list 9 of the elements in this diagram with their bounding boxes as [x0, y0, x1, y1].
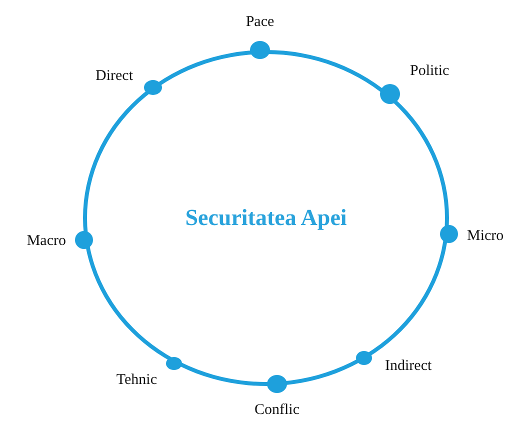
- dot-label: Conflic: [254, 401, 300, 419]
- dot-label: Macro: [26, 232, 66, 250]
- dot-label: Tehnic: [116, 371, 157, 389]
- dot-label: Micro: [467, 227, 504, 245]
- center-title: Securitatea Apei: [185, 205, 347, 231]
- dot-label: Direct: [96, 67, 133, 85]
- dot-label: Indirect: [385, 357, 432, 375]
- dot-label: Pace: [246, 13, 274, 31]
- dot-label: Politic: [410, 62, 450, 80]
